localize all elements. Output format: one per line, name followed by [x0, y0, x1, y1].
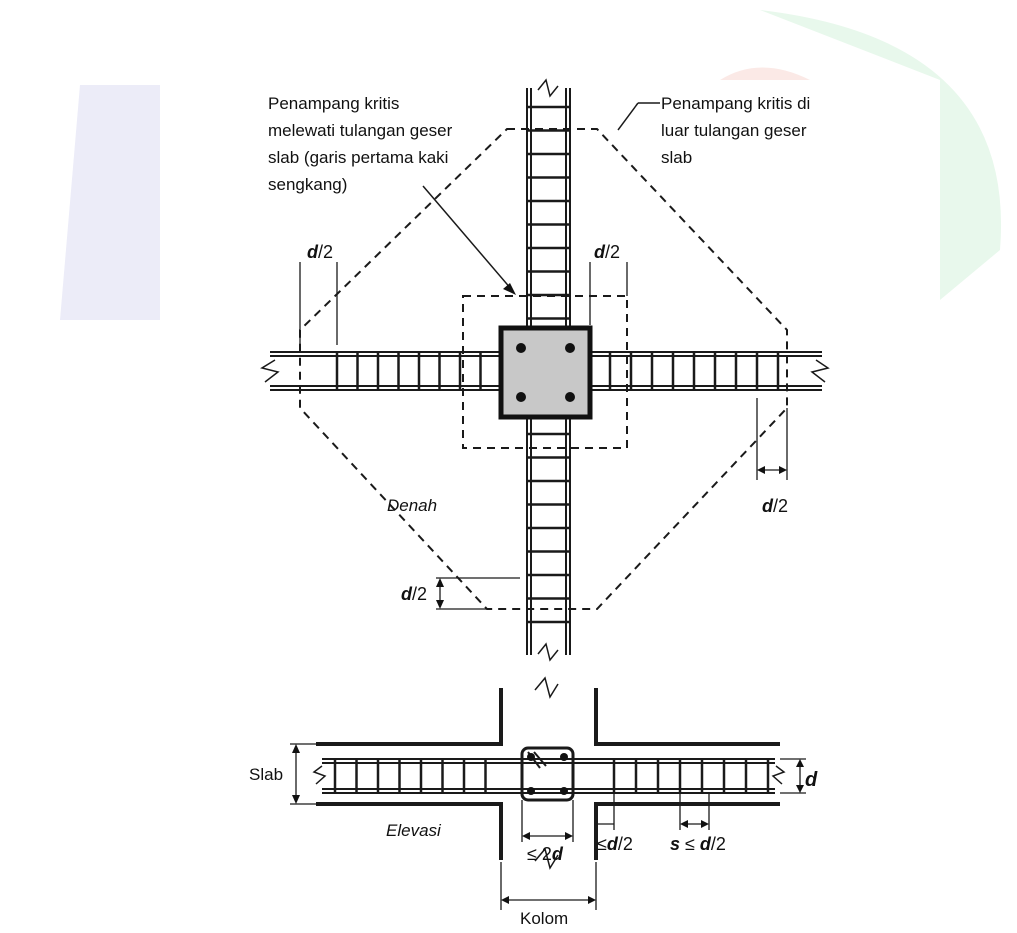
- column-break-bottom: [534, 847, 559, 870]
- watermark: [60, 10, 1002, 330]
- spacing-label: s ≤ d/2: [670, 834, 726, 854]
- dim-slab: [290, 743, 316, 805]
- outer-critical-section: [299, 128, 788, 610]
- slab-column-bottom-outline: [316, 802, 780, 860]
- plan-view: [260, 78, 830, 662]
- dim-label-right: d/2: [762, 496, 788, 516]
- column-ties-bars: [527, 753, 568, 795]
- dim-first-stirrup: [596, 794, 615, 830]
- dim-label-top-left: d/2: [307, 242, 333, 262]
- column-label: Kolom: [520, 909, 568, 928]
- break-left: [260, 359, 280, 383]
- dim-right: [756, 398, 788, 480]
- leader-right: [617, 102, 639, 131]
- horizontal-stirrups: [335, 352, 780, 390]
- elevation-text: Slab d Elevasi ≤ 2d ≤d/2 s ≤ d/2 Kolom: [249, 765, 818, 928]
- dim-top-right: [589, 262, 628, 325]
- callout-left-line1: Penampang kritis: [268, 94, 399, 113]
- break-top: [537, 78, 559, 98]
- callout-right-line2: luar tulangan geser: [661, 121, 807, 140]
- column-bars: [516, 343, 575, 402]
- elevation-stirrups: [333, 759, 770, 793]
- dim-column-width: [500, 862, 597, 910]
- dim-bottom: [436, 577, 520, 610]
- column-section: [498, 325, 593, 420]
- inner-critical-section: [462, 295, 628, 449]
- dim-label-bottom: d/2: [401, 584, 427, 604]
- dim-spacing: [679, 794, 710, 830]
- plan-text: Penampang kritis melewati tulangan geser…: [268, 94, 810, 604]
- plan-view-label: Denah: [387, 496, 437, 515]
- vertical-stirrups: [527, 105, 570, 624]
- column-tie: [520, 746, 575, 802]
- callout-right-line3: slab: [661, 148, 692, 167]
- column-break-top: [534, 676, 559, 699]
- callout-left-line3: slab (garis pertama kaki: [268, 148, 448, 167]
- callout-right-line1: Penampang kritis di: [661, 94, 810, 113]
- first-stirrup-label: ≤d/2: [597, 834, 633, 854]
- slab-column-top-outline: [316, 688, 780, 746]
- callout-left-line2: melewati tulangan geser: [268, 121, 453, 140]
- elevation-view-label: Elevasi: [386, 821, 442, 840]
- slab-label: Slab: [249, 765, 283, 784]
- dim-label-top-right: d/2: [594, 242, 620, 262]
- dim-depth: [780, 758, 806, 794]
- callout-left-line4: sengkang): [268, 175, 347, 194]
- dim-top-left: [299, 262, 338, 345]
- break-right: [810, 359, 830, 383]
- depth-label: d: [805, 769, 818, 791]
- elevation-view: [290, 676, 806, 910]
- col-spacing-label: ≤ 2d: [527, 844, 564, 864]
- leader-left: [422, 185, 513, 291]
- dim-column-spacing: [521, 800, 574, 842]
- break-bottom: [537, 642, 559, 662]
